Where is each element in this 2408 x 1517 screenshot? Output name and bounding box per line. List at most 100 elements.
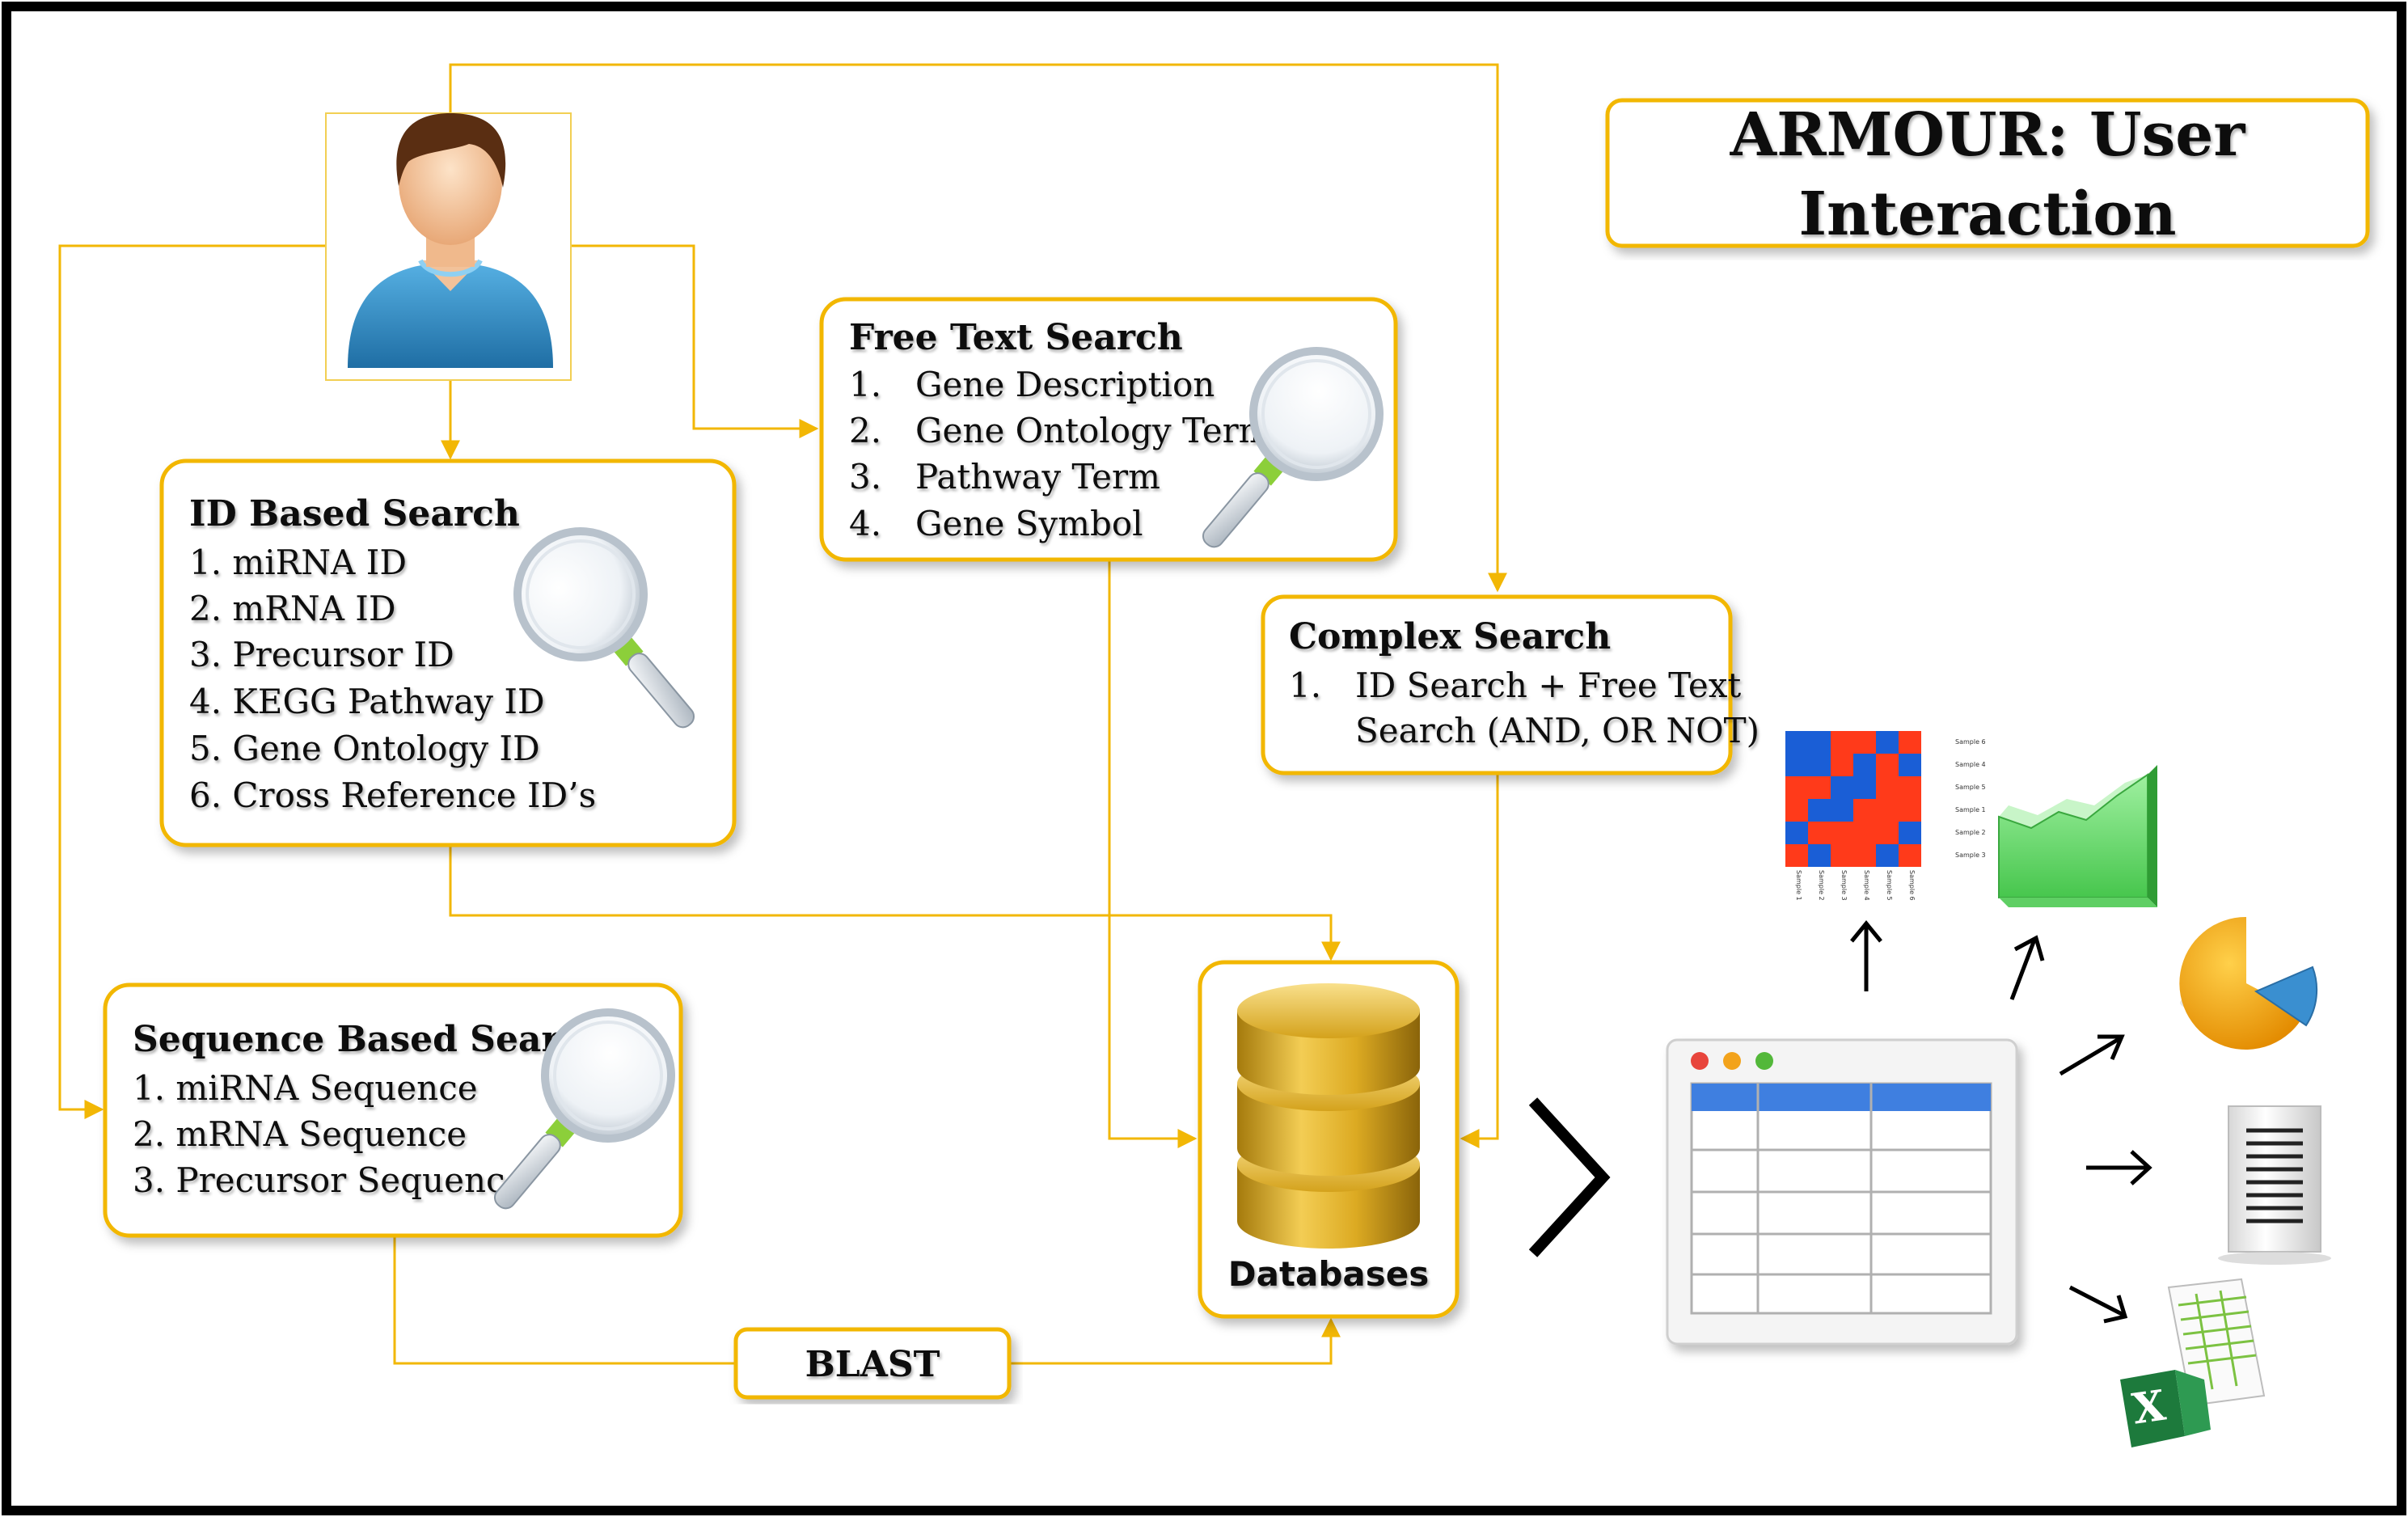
heatmap-cell [1876,844,1899,867]
results-table-window [1666,1038,2018,1346]
heatmap-cell [1876,822,1899,844]
area-chart-icon [1998,765,2157,907]
heatmap-cell [1853,731,1876,754]
heatmap-cell [1899,844,1921,867]
heatmap-cell [1831,799,1853,822]
chevron-right-icon [1528,1097,1611,1257]
heatmap-cell [1899,776,1921,799]
id-item-3: 3. Precursor ID [189,635,454,674]
heatmap-col-label: Sample 2 [1818,870,1825,901]
document-icon [2218,1105,2331,1265]
complex-search-box: Complex Search 1. ID Search + Free Text … [1261,594,1760,775]
heatmap-cells [1785,731,1921,867]
id-item-4: 4. KEGG Pathway ID [189,682,545,721]
arrow-right-icon [2086,1150,2152,1185]
connector-complex-db [1460,773,1499,1148]
heatmap-cell [1785,731,1808,754]
heatmap-cell [1876,731,1899,754]
heatmap-icon: Sample 6 Sample 4 Sample 5 Sample 1 Samp… [1785,731,1986,901]
window-maximize-dot [1755,1052,1773,1070]
heatmap-cell [1785,776,1808,799]
title-box: ARMOUR: User Interaction [1605,98,2370,249]
connector-user-complex [449,63,1507,593]
id-based-search-heading: ID Based Search [189,493,520,535]
window-close-dot [1691,1052,1709,1070]
pie-chart-icon [2179,916,2318,1050]
heatmap-cell [1899,754,1921,776]
sequence-item-2: 2. mRNA Sequence [133,1114,467,1154]
heatmap-row-label: Sample 1 [1955,806,1986,813]
id-item-2: 2. mRNA ID [189,589,396,628]
arrow-right-down-icon [2068,1285,2128,1324]
heatmap-cell [1876,754,1899,776]
complex-search-heading: Complex Search [1289,616,1611,657]
connector-id-db [449,845,1341,961]
heatmap-cell [1853,754,1876,776]
connector-user-freetext [571,244,819,438]
heatmap-cell [1899,822,1921,844]
sequence-based-search-box: Sequence Based Search 1. miRNA Sequence … [103,982,683,1238]
heatmap-col-label: Sample 4 [1863,870,1870,901]
heatmap-cell [1876,799,1899,822]
heatmap-cell [1853,776,1876,799]
sequence-item-3: 3. Precursor Sequence [133,1160,525,1200]
heatmap-cell [1899,799,1921,822]
heatmap-col-labels: Sample 1 Sample 2 Sample 3 Sample 4 Samp… [1795,870,1916,901]
complex-item-num: 1. [1289,666,1321,705]
free-text-item-4: Gene Symbol [915,504,1143,543]
title-line-1: ARMOUR: User [1730,100,2246,170]
databases-box: Databases [1198,960,1460,1319]
user-avatar [325,112,572,381]
user-body [348,263,553,368]
heatmap-cell [1853,799,1876,822]
complex-item-line-2: Search (AND, OR NOT) [1355,711,1760,750]
free-text-item-1-num: 1. [849,365,881,404]
title-line-2: Interaction [1798,180,2176,249]
free-text-item-4-num: 4. [849,504,881,543]
heatmap-row-labels: Sample 6 Sample 4 Sample 5 Sample 1 Samp… [1955,738,1986,859]
connector-user-sequence [58,244,326,1119]
complex-item-line-1: ID Search + Free Text [1355,666,1741,705]
sequence-based-search-heading: Sequence Based Search [133,1019,607,1060]
heatmap-row-label: Sample 6 [1955,738,1986,746]
id-item-5: 5. Gene Ontology ID [189,729,540,768]
heatmap-col-label: Sample 6 [1908,870,1916,901]
heatmap-cell [1831,754,1853,776]
blast-label: BLAST [805,1344,940,1385]
heatmap-col-label: Sample 1 [1795,870,1802,901]
connector-freetext-db [1108,560,1198,1148]
excel-x-glyph: X [2129,1381,2169,1435]
heatmap-row-label: Sample 4 [1955,761,1986,768]
free-text-item-2: Gene Ontology Term [915,411,1271,450]
connector-blast-db [1009,1317,1341,1365]
connectors [58,63,1507,1365]
heatmap-cell [1808,844,1831,867]
free-text-search-heading: Free Text Search [849,317,1183,358]
heatmap-cell [1831,776,1853,799]
heatmap-cell [1831,822,1853,844]
free-text-search-box: Free Text Search 1. Gene Description 2. … [819,297,1398,562]
heatmap-cell [1853,844,1876,867]
heatmap-row-label: Sample 5 [1955,784,1986,791]
connector-sequence-blast [393,1236,736,1365]
heatmap-cell [1785,799,1808,822]
heatmap-row-label: Sample 3 [1955,851,1986,859]
heatmap-cell [1785,754,1808,776]
arrow-right-up-icon [2059,1034,2125,1076]
heatmap-cell [1899,731,1921,754]
arrow-up-icon [1850,920,1882,991]
id-item-6: 6. Cross Reference ID’s [189,775,596,815]
databases-label: Databases [1228,1254,1430,1294]
sequence-item-1: 1. miRNA Sequence [133,1068,478,1108]
heatmap-col-label: Sample 5 [1886,870,1893,901]
magnifier-icon [493,1008,675,1210]
heatmap-cell [1831,844,1853,867]
blast-box: BLAST [733,1327,1012,1400]
heatmap-cell [1808,776,1831,799]
user-hair [396,113,506,188]
heatmap-cell [1808,754,1831,776]
free-text-item-3-num: 3. [849,457,881,497]
free-text-item-1: Gene Description [915,365,1215,404]
